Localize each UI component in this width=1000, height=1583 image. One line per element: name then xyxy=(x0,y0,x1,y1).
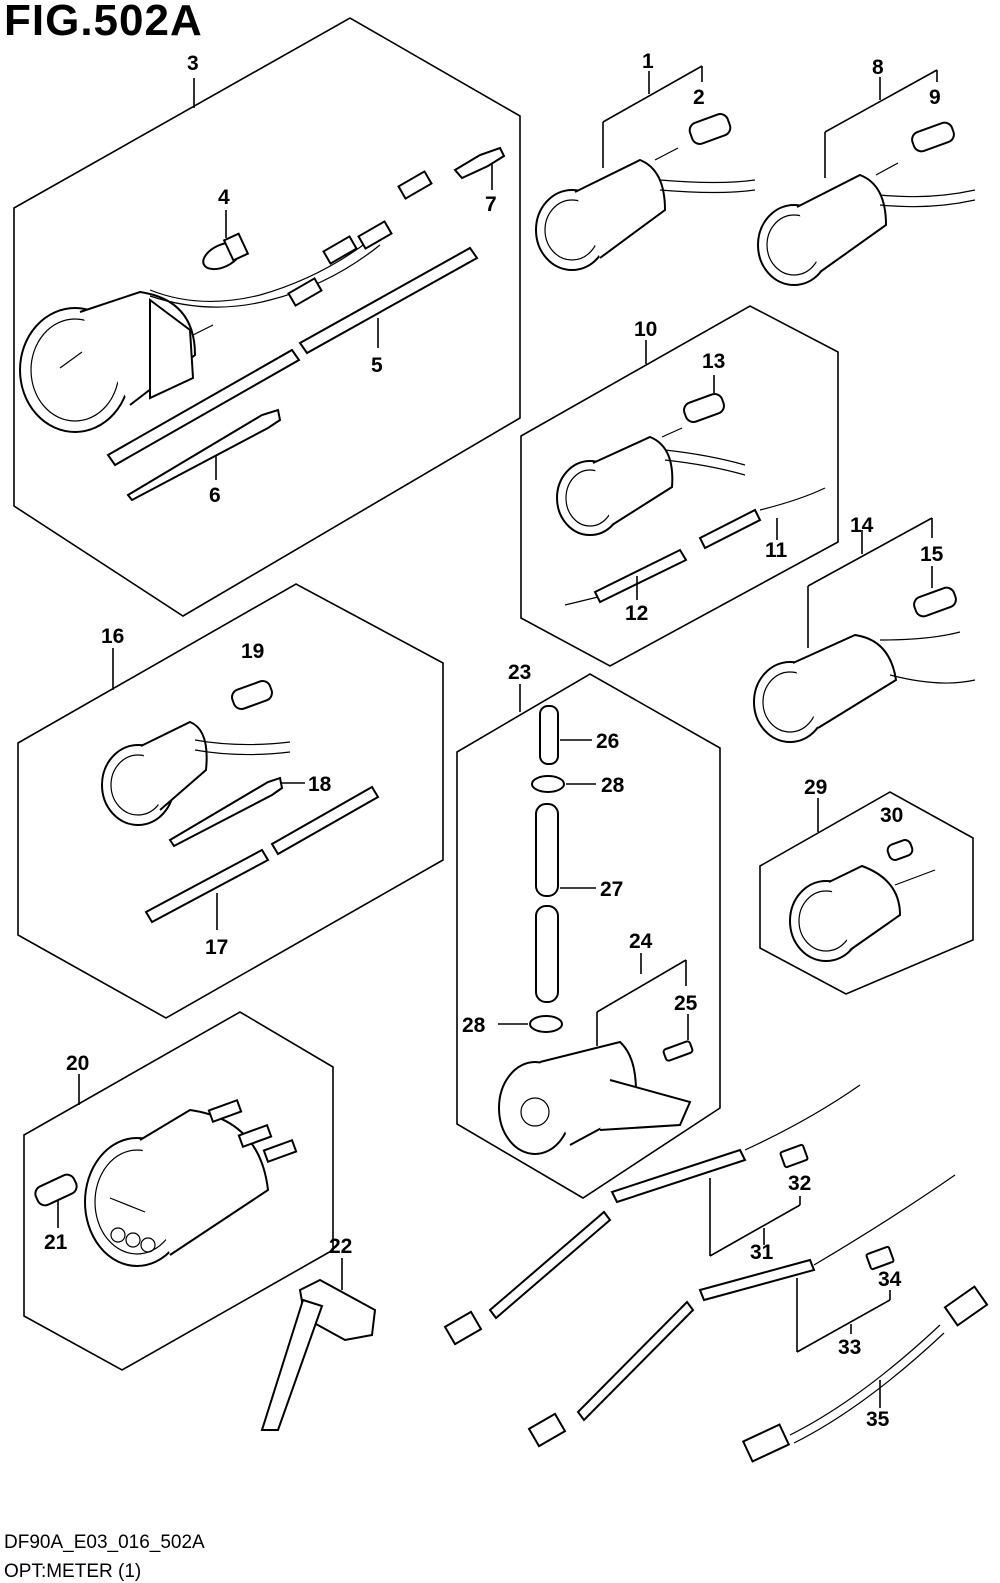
gauge-20 xyxy=(84,1098,298,1267)
callout-1: 1 xyxy=(642,50,654,73)
harness-31 xyxy=(443,1084,861,1346)
gauge-16 xyxy=(101,720,291,826)
callout-3: 3 xyxy=(187,52,199,75)
callout-15: 15 xyxy=(920,543,944,566)
hose-27 xyxy=(535,803,596,1003)
callout-10: 10 xyxy=(634,318,657,341)
screw-25 xyxy=(662,1014,694,1062)
sender-22 xyxy=(260,1258,377,1431)
callout-11: 11 xyxy=(765,539,788,562)
bulb-4 xyxy=(202,210,250,271)
callout-6: 6 xyxy=(209,484,221,507)
gauge-14 xyxy=(753,517,976,743)
tube-5 xyxy=(106,246,479,467)
group-20-box xyxy=(23,1011,334,1371)
callout-26: 26 xyxy=(596,730,619,753)
callout-19: 19 xyxy=(241,640,264,663)
group-29-box xyxy=(759,791,974,995)
bulb-30 xyxy=(886,839,914,861)
wire-35 xyxy=(741,1285,989,1463)
callout-7: 7 xyxy=(485,193,497,216)
group-3-box xyxy=(13,17,521,617)
callout-35: 35 xyxy=(866,1408,890,1431)
spring-26 xyxy=(539,705,592,765)
connector-34 xyxy=(865,1245,895,1271)
clamp-28a xyxy=(531,775,596,793)
callout-28b: 28 xyxy=(462,1014,486,1037)
callout-22: 22 xyxy=(329,1235,352,1258)
connector-32 xyxy=(779,1143,809,1169)
callout-27: 27 xyxy=(600,878,623,901)
callout-32: 32 xyxy=(788,1172,811,1195)
callout-21: 21 xyxy=(44,1231,68,1254)
callout-4: 4 xyxy=(218,186,230,209)
bulb-21 xyxy=(34,1173,78,1228)
gauge-3 xyxy=(19,170,433,433)
callout-28a: 28 xyxy=(601,774,625,797)
callout-18: 18 xyxy=(308,773,332,796)
group-23-box xyxy=(456,673,721,1199)
callout-2: 2 xyxy=(693,86,705,109)
callout-17: 17 xyxy=(205,936,228,959)
callout-14: 14 xyxy=(850,514,874,537)
callout-8: 8 xyxy=(872,56,884,79)
wire-11 xyxy=(698,487,826,550)
wire-12 xyxy=(564,548,688,606)
group-16-box xyxy=(17,583,444,1019)
tie-6 xyxy=(126,408,282,502)
figure-description: OPT:METER (1) xyxy=(4,1561,142,1582)
callout-24: 24 xyxy=(629,930,653,953)
bulb-9 xyxy=(911,121,955,153)
tie-18 xyxy=(168,776,305,848)
harness-33 xyxy=(527,1174,956,1448)
gauge-10 xyxy=(556,427,746,536)
callout-9: 9 xyxy=(929,86,941,109)
figure-code: DF90A_E03_016_502A xyxy=(4,1532,205,1553)
clamp-28b xyxy=(498,1015,563,1033)
gauge-1 xyxy=(535,65,756,271)
sensor-24 xyxy=(498,953,692,1155)
callout-33: 33 xyxy=(838,1336,861,1359)
gauge-8 xyxy=(757,69,976,286)
bulb-13 xyxy=(683,375,725,423)
callout-34: 34 xyxy=(878,1268,902,1291)
connector-7 xyxy=(453,146,506,190)
callout-20: 20 xyxy=(66,1052,89,1075)
callout-23: 23 xyxy=(508,661,531,684)
bulb-15 xyxy=(913,566,957,618)
callout-16: 16 xyxy=(101,625,124,648)
figure-title: FIG.502A xyxy=(4,0,203,45)
gauge-29 xyxy=(789,864,936,962)
callout-13: 13 xyxy=(702,350,725,373)
group-10-box xyxy=(520,305,839,667)
callout-29: 29 xyxy=(804,776,827,799)
tube-17 xyxy=(144,785,380,930)
callout-30: 30 xyxy=(880,804,903,827)
callout-5: 5 xyxy=(371,354,383,377)
callout-25: 25 xyxy=(674,992,698,1015)
callout-31: 31 xyxy=(750,1241,774,1264)
bulb-2 xyxy=(688,113,732,145)
callout-12: 12 xyxy=(625,602,648,625)
bulb-19 xyxy=(231,680,273,710)
